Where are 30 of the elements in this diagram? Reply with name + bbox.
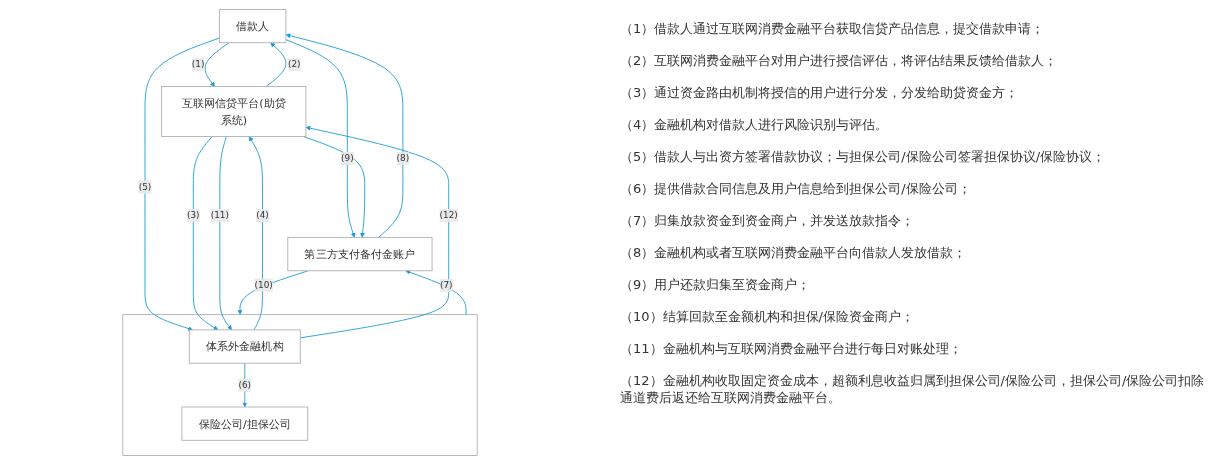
step-description: （8）金融机构或者互联网消费金融平台向借款人发放借款； xyxy=(620,244,968,261)
cluster xyxy=(122,314,478,456)
edge-label: (7) xyxy=(439,279,453,291)
step-description: （12）金融机构收取固定资金成本，超额利息收益归属到担保公司/保险公司，担保公司/保险公司扣除通道费后返还给互联网消费金融平台。 xyxy=(620,372,1206,406)
edge-label: (2) xyxy=(287,59,301,70)
edge-label: (4) xyxy=(256,210,269,221)
step-description: （4）金融机构对借款人进行风险识别与评估。 xyxy=(620,116,890,133)
step-description: （5）借款人与出资方签署借款协议；与担保公司/保险公司签署担保协议/保险协议； xyxy=(620,148,1107,165)
step-description: （7）归集放款资金到资金商户，并发送放款指令； xyxy=(620,212,916,229)
edge-label: (12) xyxy=(439,210,458,221)
node-box: 借款人 xyxy=(218,9,287,44)
step-description: （11）金融机构与互联网消费金融平台进行每日对账处理； xyxy=(620,340,963,357)
step-description: （2）互联网消费金融平台对用户进行授信评估，将评估结果反馈给借款人； xyxy=(620,52,1059,69)
edge-label: (9) xyxy=(341,152,354,164)
edge-label: (6) xyxy=(238,379,252,391)
step-description: （10）结算回款至金额机构和担保/保险资金商户； xyxy=(620,308,915,325)
node-box: 互联网信贷平台(助贷系统) xyxy=(161,86,307,137)
step-description: （1）借款人通过互联网消费金融平台获取信贷产品信息，提交借款申请； xyxy=(620,20,1046,37)
node-box: 保险公司/担保公司 xyxy=(181,406,309,441)
step-description: （6）提供借款合同信息及用户信息给到担保公司/保险公司； xyxy=(620,180,972,197)
edge-label: (5) xyxy=(138,181,152,192)
step-description: （9）用户还款归集至资金商户； xyxy=(620,276,812,293)
edge-label: (8) xyxy=(396,152,410,164)
edge-label: (10) xyxy=(254,279,273,291)
step-description: （3）通过资金路由机制将授信的用户进行分发，分发给助贷资金方； xyxy=(620,84,1020,101)
node-box: 体系外金融机构 xyxy=(188,329,301,364)
node-box: 第三方支付备付金账户 xyxy=(287,237,433,272)
edge-label: (1) xyxy=(191,59,205,70)
edge-label: (3) xyxy=(187,210,200,221)
edge-label: (11) xyxy=(210,210,229,221)
